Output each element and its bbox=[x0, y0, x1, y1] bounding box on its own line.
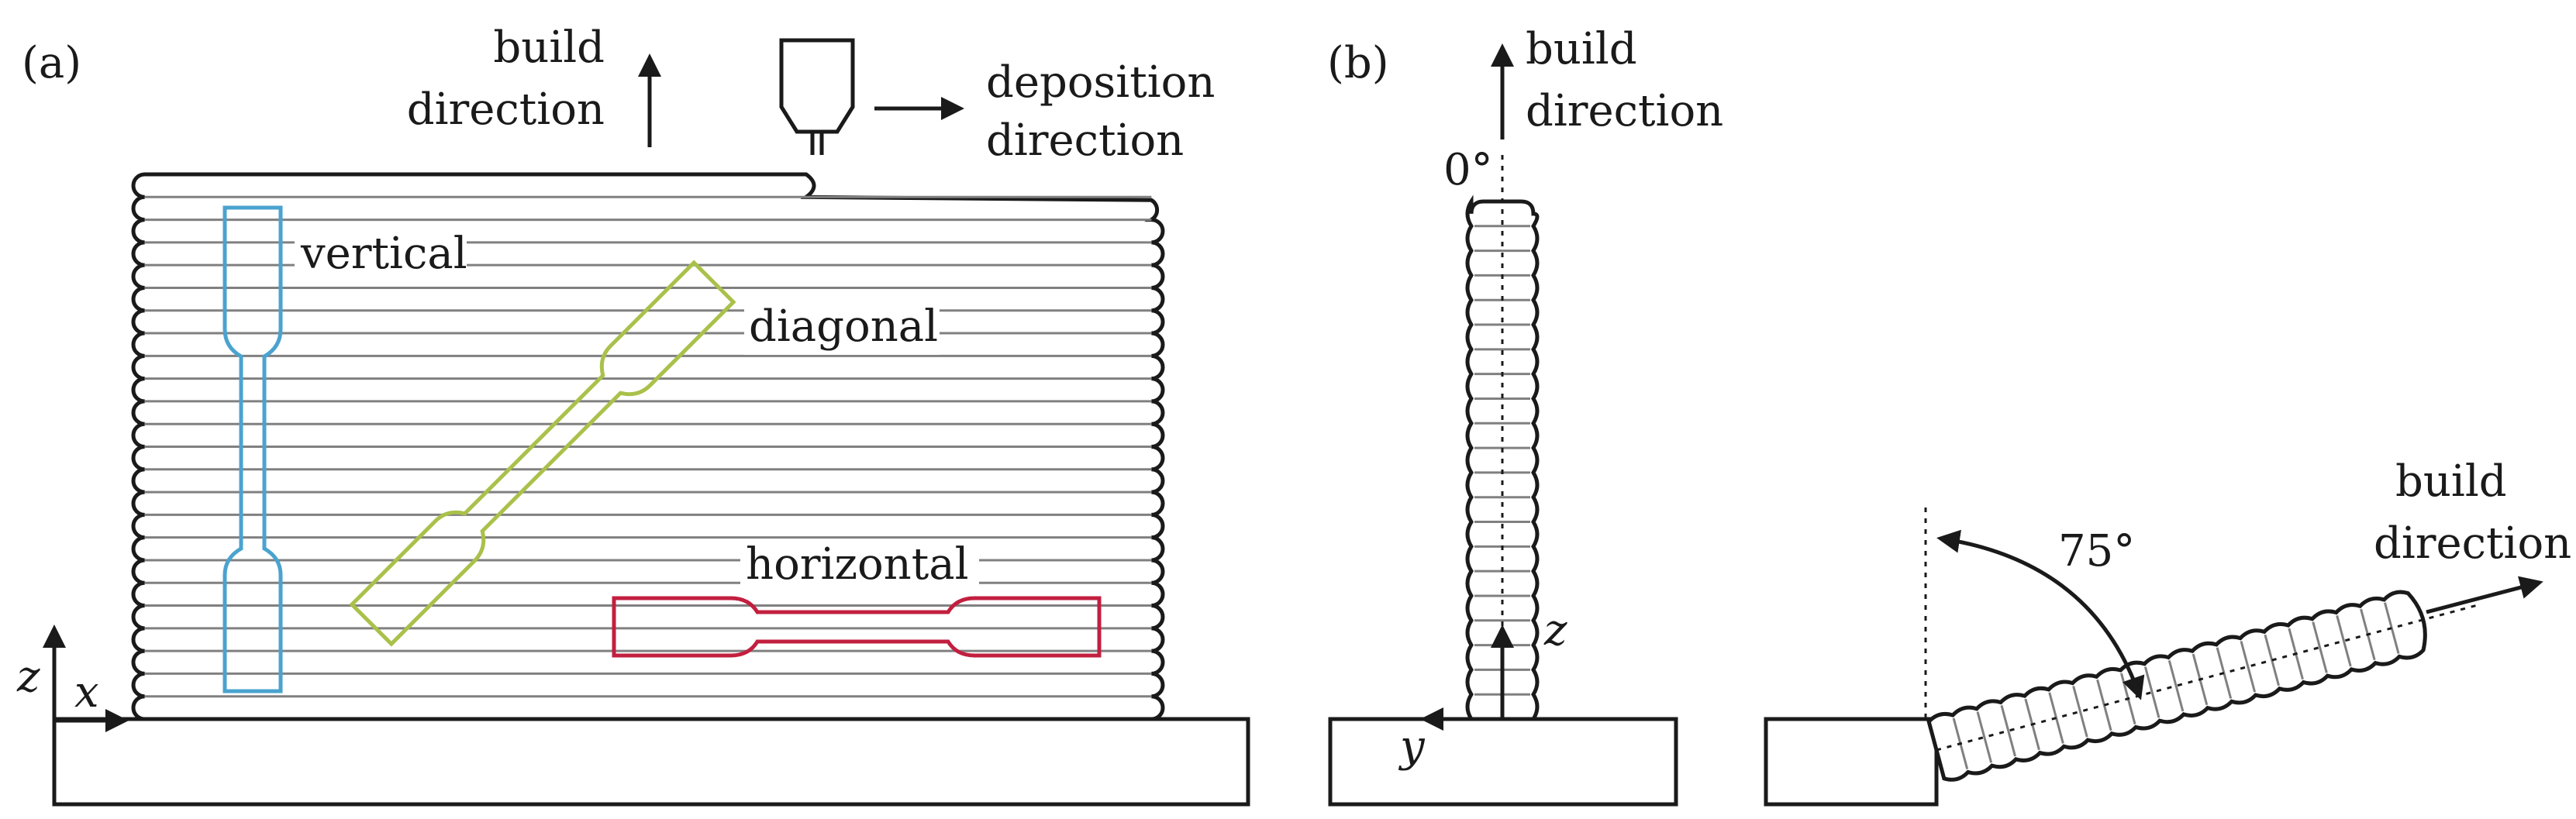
build-plate-a bbox=[52, 717, 1250, 807]
z-axis-label-a: z bbox=[16, 652, 40, 702]
tilted-wall-layer-line bbox=[2336, 614, 2352, 667]
tilted-wall-layer-line bbox=[2240, 641, 2257, 693]
build-direction-label-c-2: direction bbox=[2374, 518, 2571, 569]
angle-arc bbox=[1936, 529, 2145, 700]
y-axis-label-b: y bbox=[1398, 721, 1426, 772]
diagonal-specimen bbox=[349, 260, 736, 647]
z-axis-label-b: z bbox=[1543, 605, 1567, 656]
tilted-wall-layer-line bbox=[2167, 659, 2185, 712]
panel-a-label: (a) bbox=[22, 38, 81, 88]
tilted-wall-layer-line bbox=[1976, 711, 1993, 763]
build-direction-label-a-1: build bbox=[493, 22, 605, 73]
panel-b: (b) build direction 0° z y bbox=[1327, 24, 1723, 807]
build-plate-c bbox=[1764, 717, 1939, 807]
build-direction-label-a-2: direction bbox=[407, 84, 605, 135]
deposition-direction-label-2: direction bbox=[986, 115, 1184, 166]
angle-label: 75° bbox=[2058, 526, 2135, 576]
deposition-direction-label-1: deposition bbox=[986, 57, 1215, 108]
build-direction-label-b-1: build bbox=[1526, 24, 1637, 74]
panel-a: (a) build direction deposition direction… bbox=[16, 22, 1250, 807]
tilted-wall bbox=[1926, 590, 2476, 782]
angle-zero-label: 0° bbox=[1443, 145, 1493, 195]
horizontal-specimen bbox=[612, 596, 1102, 658]
horizontal-label: horizontal bbox=[746, 539, 969, 590]
vertical-specimen bbox=[222, 205, 283, 693]
build-direction-label-c-1: build bbox=[2395, 456, 2507, 507]
diagonal-label: diagonal bbox=[749, 301, 938, 352]
tilted-wall-layer-line bbox=[2384, 602, 2400, 654]
tilted-wall-layer-line bbox=[2312, 621, 2328, 673]
vertical-label: vertical bbox=[300, 229, 467, 279]
build-direction-label-b-2: direction bbox=[1526, 86, 1723, 136]
layer-lines bbox=[144, 195, 1152, 698]
x-axis-label-a: x bbox=[74, 667, 99, 717]
build-direction-arrow-c bbox=[2426, 576, 2543, 614]
panel-b-label: (b) bbox=[1327, 38, 1389, 88]
build-plate-b bbox=[1328, 717, 1678, 807]
tilted-wall-layer-line bbox=[2216, 647, 2233, 699]
tilted-wall-layer-line bbox=[2000, 704, 2016, 757]
deposition-nozzle bbox=[779, 38, 855, 155]
panel-c: build direction 75° bbox=[1764, 456, 2571, 807]
tilted-wall-layer-line bbox=[2143, 666, 2160, 718]
